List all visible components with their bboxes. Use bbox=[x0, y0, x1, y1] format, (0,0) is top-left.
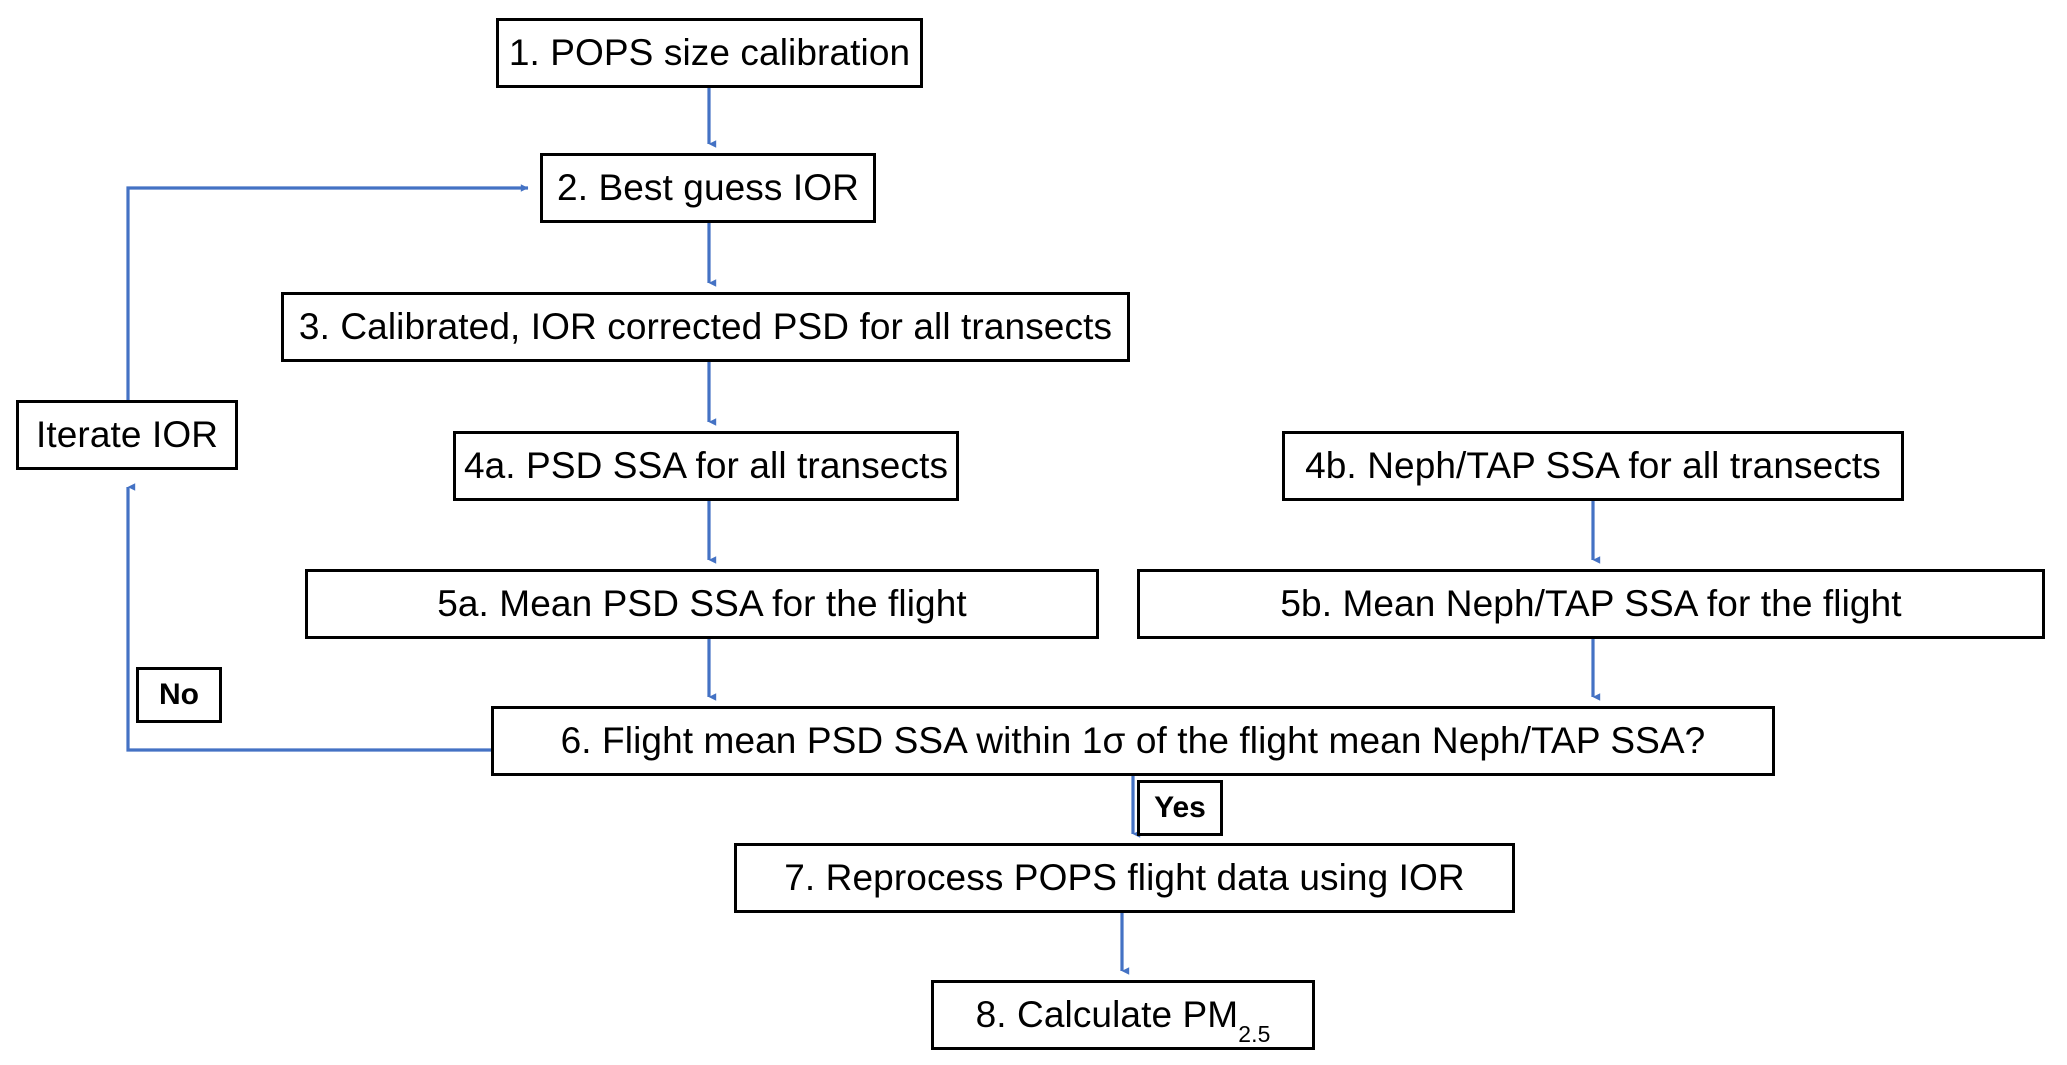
node-label: 2. Best guess IOR bbox=[557, 166, 859, 208]
node-decision-flight-mean-comparison[interactable]: 6. Flight mean PSD SSA within 1σ of the … bbox=[491, 706, 1775, 776]
node-mean-neph-tap-ssa-flight[interactable]: 5b. Mean Neph/TAP SSA for the flight bbox=[1137, 569, 2045, 639]
node-label: 7. Reprocess POPS flight data using IOR bbox=[784, 856, 1465, 898]
node-label: 6. Flight mean PSD SSA within 1σ of the … bbox=[560, 719, 1706, 761]
node-reprocess-pops-flight-data[interactable]: 7. Reprocess POPS flight data using IOR bbox=[734, 843, 1515, 913]
node-calibrated-ior-corrected-psd[interactable]: 3. Calibrated, IOR corrected PSD for all… bbox=[281, 292, 1130, 362]
node-best-guess-ior[interactable]: 2. Best guess IOR bbox=[540, 153, 876, 223]
edge-label-text: Yes bbox=[1154, 791, 1206, 824]
node-label: 1. POPS size calibration bbox=[508, 31, 911, 73]
node-label: 4b. Neph/TAP SSA for all transects bbox=[1305, 444, 1881, 486]
node-label: 3. Calibrated, IOR corrected PSD for all… bbox=[298, 305, 1113, 347]
connector-iterate-ior-to-2 bbox=[126, 184, 529, 400]
node-mean-psd-ssa-flight[interactable]: 5a. Mean PSD SSA for the flight bbox=[305, 569, 1099, 639]
node-label-subscript: 2.5 bbox=[1238, 1020, 1271, 1047]
node-neph-tap-ssa-all-transects[interactable]: 4b. Neph/TAP SSA for all transects bbox=[1282, 431, 1904, 501]
node-label: 8. Calculate PM2.5 bbox=[975, 993, 1271, 1047]
edge-label-no: No bbox=[136, 667, 222, 723]
node-label: 5b. Mean Neph/TAP SSA for the flight bbox=[1280, 582, 1902, 624]
edge-label-text: No bbox=[159, 678, 199, 711]
connector-6-to-iterate-ior bbox=[126, 483, 491, 752]
node-calculate-pm25[interactable]: 8. Calculate PM2.5 bbox=[931, 980, 1315, 1050]
node-label: 5a. Mean PSD SSA for the flight bbox=[437, 582, 967, 624]
node-label: 4a. PSD SSA for all transects bbox=[463, 444, 949, 486]
edge-label-yes: Yes bbox=[1137, 780, 1223, 836]
node-pops-size-calibration[interactable]: 1. POPS size calibration bbox=[496, 18, 923, 88]
node-psd-ssa-all-transects[interactable]: 4a. PSD SSA for all transects bbox=[453, 431, 959, 501]
node-iterate-ior[interactable]: Iterate IOR bbox=[16, 400, 238, 470]
node-label: Iterate IOR bbox=[35, 413, 219, 455]
